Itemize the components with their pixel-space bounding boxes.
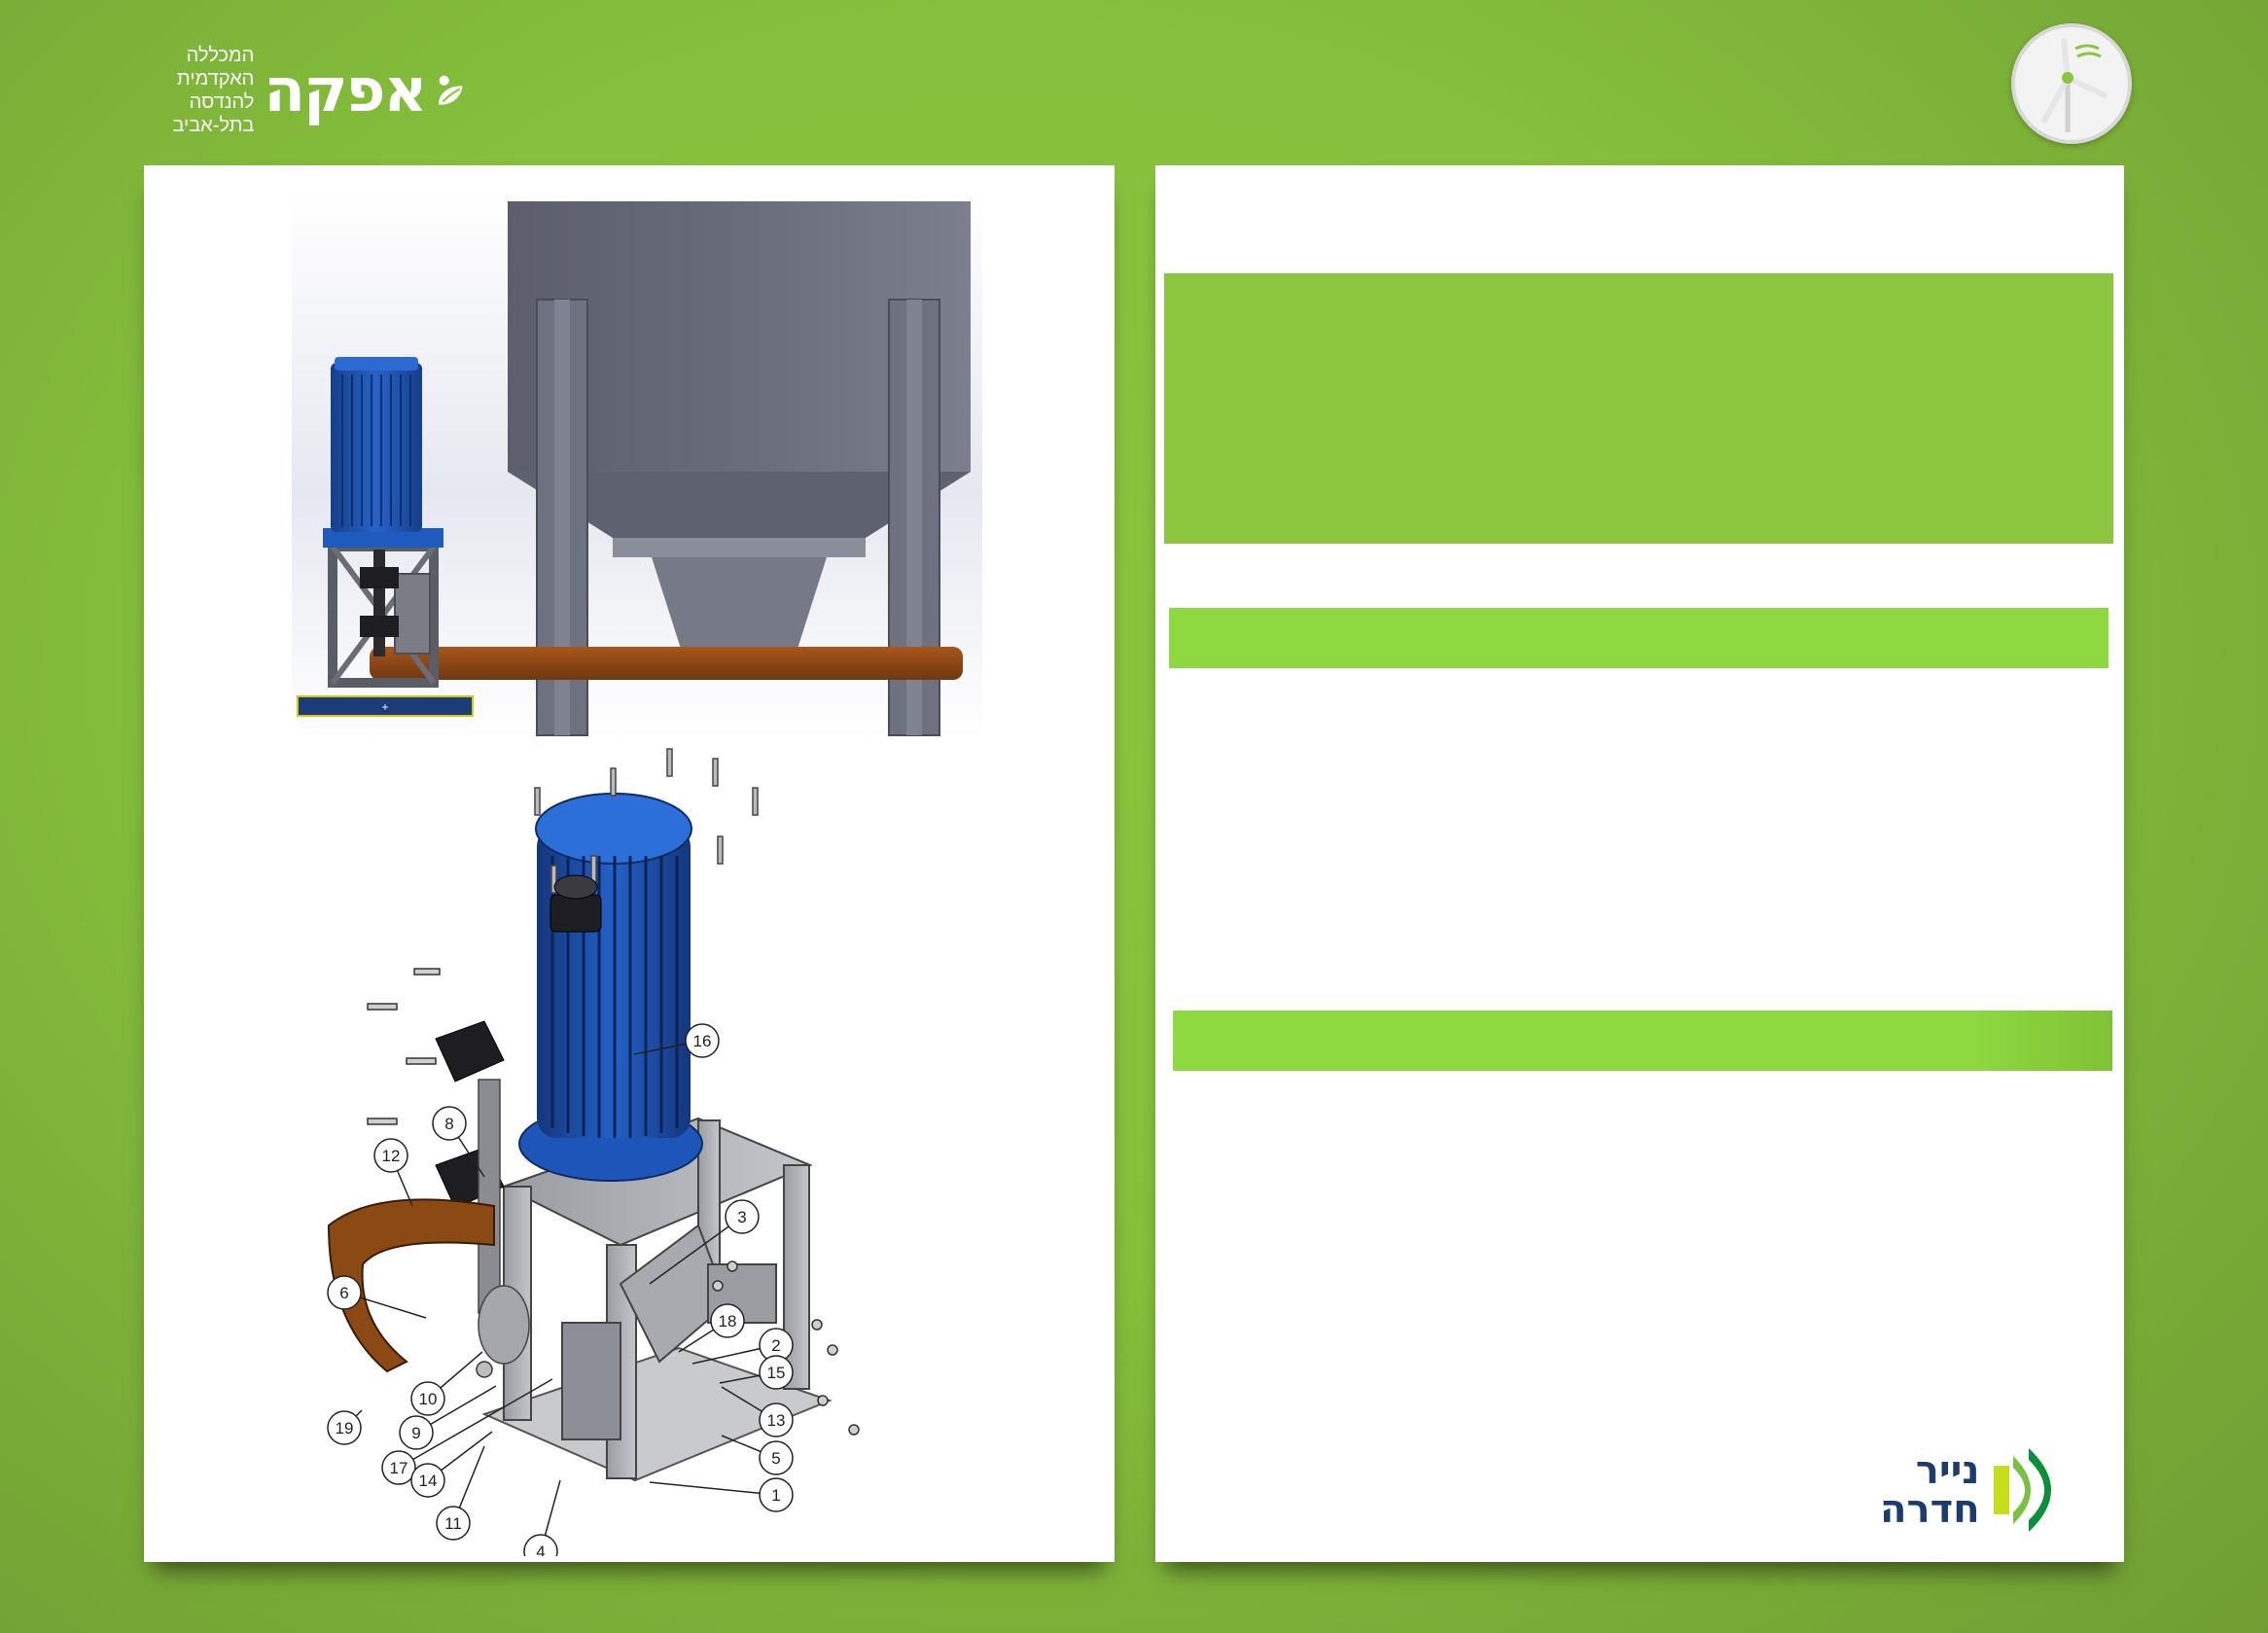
afeka-leaf-icon	[438, 75, 463, 105]
section-bar-2	[1173, 1011, 2112, 1071]
balloon-label-12: 12	[382, 1147, 401, 1165]
balloon-17	[381, 1450, 416, 1485]
balloon-5	[759, 1440, 794, 1475]
balloon-label-3: 3	[737, 1208, 746, 1226]
wind-turbine-icon	[2041, 38, 2108, 132]
svg-text:+: +	[381, 700, 388, 714]
brand-sub-line1: המכללה האקדמית	[176, 45, 255, 89]
side-bolts	[367, 968, 860, 1436]
balloon-label-18: 18	[719, 1312, 737, 1331]
balloon-18	[710, 1303, 745, 1338]
top-bolts	[534, 748, 759, 894]
nayar-hadera-logo: נייר חדרה	[1880, 1441, 2074, 1539]
balloon-3	[725, 1199, 760, 1234]
balloon-16	[685, 1023, 720, 1058]
balloon-label-9: 9	[411, 1424, 420, 1442]
leader-line-1	[649, 1481, 777, 1496]
nh-line2: חדרה	[1880, 1487, 1980, 1532]
belt-piece	[327, 1198, 495, 1373]
nh-line1: נייר	[1915, 1448, 1980, 1493]
balloon-12	[373, 1138, 408, 1173]
balloon-1	[759, 1477, 794, 1512]
balloon-15	[759, 1355, 794, 1390]
exploded-motor	[518, 793, 703, 1182]
balloon-13	[759, 1402, 794, 1438]
motor	[323, 357, 443, 548]
brand-sub-line2: להנדסה בתל-אביב	[172, 91, 255, 136]
balloon-label-5: 5	[771, 1449, 780, 1468]
balloon-8	[432, 1106, 467, 1141]
balloon-10	[410, 1381, 445, 1416]
brand-name: אפקה	[264, 54, 427, 125]
balloon-11	[436, 1506, 471, 1541]
title-placeholder-block	[1164, 273, 2113, 544]
balloon-4	[523, 1534, 558, 1556]
balloon-label-16: 16	[693, 1032, 712, 1050]
leader-line-17	[398, 1378, 553, 1469]
turbine-badge	[2011, 23, 2132, 144]
balloon-6	[327, 1275, 362, 1310]
balloon-14	[410, 1463, 445, 1498]
balloon-label-19: 19	[336, 1419, 354, 1438]
balloon-19	[327, 1410, 362, 1445]
balloon-label-13: 13	[767, 1411, 786, 1430]
balloon-label-4: 4	[536, 1543, 545, 1556]
section-bar-1	[1169, 608, 2109, 668]
nh-wordmark: נייר חדרה	[1880, 1451, 1980, 1529]
leader-line-3	[649, 1216, 743, 1285]
shaft	[478, 1079, 501, 1314]
balloon-label-15: 15	[767, 1364, 786, 1382]
balloon-label-2: 2	[771, 1336, 780, 1355]
drawing-panel: +	[144, 165, 1115, 1562]
balloon-label-6: 6	[339, 1284, 348, 1302]
balloon-label-1: 1	[771, 1486, 780, 1505]
balloon-label-10: 10	[419, 1390, 438, 1408]
balloon-label-14: 14	[419, 1472, 438, 1490]
conveyor-belt	[370, 647, 963, 680]
balloon-9	[399, 1415, 434, 1450]
brand-subtitle: המכללה האקדמית להנדסה בתל-אביב	[144, 44, 254, 137]
afeka-logo: אפקה המכללה האקדמית להנדסה בתל-אביב	[144, 45, 465, 136]
balloon-label-8: 8	[444, 1115, 453, 1133]
nh-mark-icon	[1993, 1448, 2051, 1532]
content-panel: נייר חדרה	[1155, 165, 2124, 1562]
balloon-label-11: 11	[444, 1514, 462, 1533]
balloon-label-17: 17	[390, 1459, 408, 1477]
pulley	[478, 1285, 530, 1365]
assembly-render: +	[292, 190, 982, 740]
